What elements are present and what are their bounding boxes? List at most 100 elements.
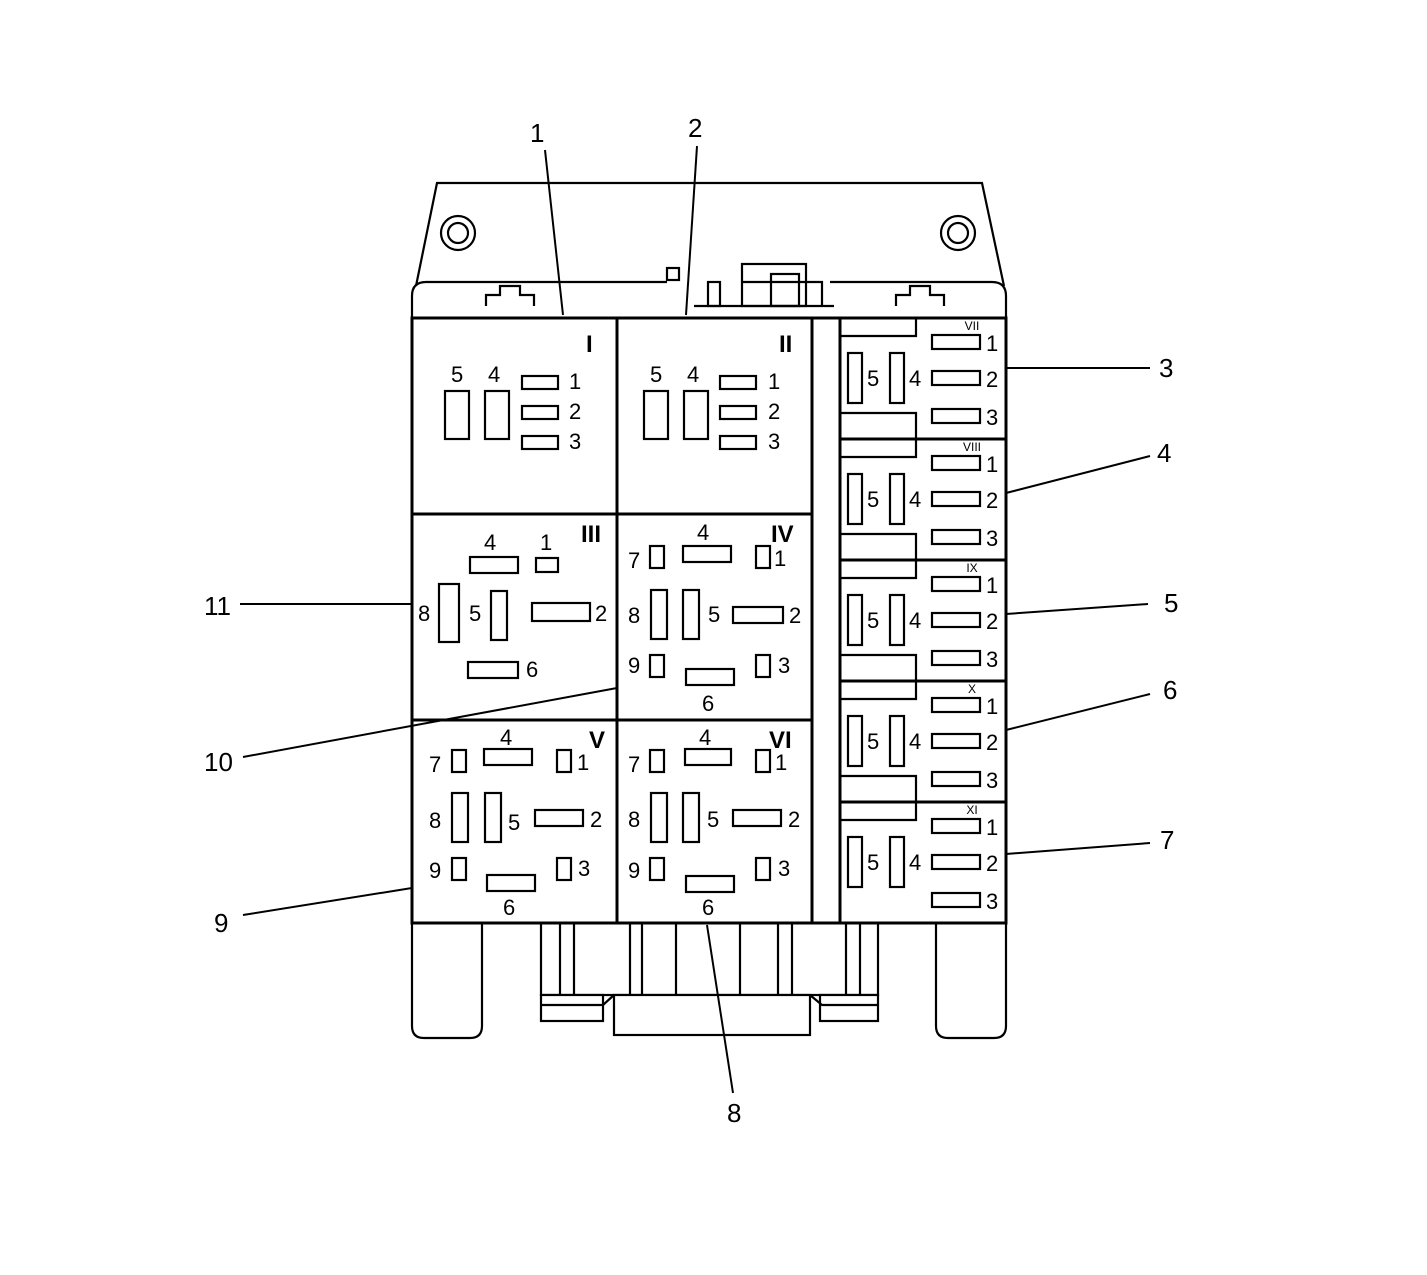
pin-label: 6 — [702, 895, 714, 920]
terminal-slot — [846, 835, 864, 889]
terminal-slot — [533, 808, 585, 828]
terminal-slot — [468, 555, 520, 575]
pin-label: 5 — [867, 850, 879, 875]
pin-label: 4 — [484, 530, 496, 555]
terminal-slot — [684, 667, 736, 687]
pin-label: 3 — [778, 653, 790, 678]
pin-label: 2 — [986, 488, 998, 513]
pin-label: 4 — [699, 725, 711, 750]
relay-xi-latch — [840, 774, 918, 822]
terminal-slot — [930, 649, 982, 667]
terminal-slot — [485, 873, 537, 893]
pin-label: 2 — [986, 730, 998, 755]
relay-i: I 5 4 1 2 3 — [443, 331, 593, 454]
terminal-slot — [846, 714, 864, 768]
pin-label: 1 — [569, 369, 581, 394]
terminal-slot — [930, 528, 982, 546]
pin-label: 1 — [986, 331, 998, 356]
pin-label: 2 — [789, 603, 801, 628]
terminal-slot — [649, 588, 669, 641]
terminal-slot — [930, 696, 982, 714]
terminal-slot — [683, 747, 733, 767]
pin-label: 2 — [986, 851, 998, 876]
pin-label: 3 — [986, 526, 998, 551]
mounting-hole-right — [939, 214, 977, 252]
pin-label: 4 — [500, 725, 512, 750]
terminal-slot — [483, 389, 511, 441]
pin-label: 5 — [451, 362, 463, 387]
terminal-slot — [846, 593, 864, 647]
terminal-slot — [731, 605, 785, 625]
pin-label: 4 — [697, 520, 709, 545]
pin-label: 5 — [650, 362, 662, 387]
terminal-slot — [930, 891, 982, 909]
relay-iii: III 4 1 8 5 2 6 — [418, 521, 607, 682]
terminal-slot — [888, 472, 906, 526]
pin-label: 6 — [702, 691, 714, 716]
relay-x-label: X — [968, 682, 976, 696]
terminal-slot — [930, 369, 982, 387]
pin-label: 1 — [986, 452, 998, 477]
pin-label: 6 — [503, 895, 515, 920]
mounting-hole-left — [439, 214, 477, 252]
pin-label: 4 — [909, 487, 921, 512]
terminal-slot — [888, 835, 906, 889]
relay-vi-label: VI — [769, 727, 792, 754]
pin-label: 3 — [986, 768, 998, 793]
pin-label: 4 — [687, 362, 699, 387]
terminal-slot — [520, 374, 560, 391]
pin-label: 4 — [909, 608, 921, 633]
terminal-slot — [718, 434, 758, 451]
terminal-slot — [718, 374, 758, 391]
pin-label: 5 — [469, 601, 481, 626]
relay-v-label: V — [589, 727, 605, 754]
pin-label: 5 — [707, 807, 719, 832]
terminal-slot — [754, 544, 772, 570]
pin-label: 9 — [628, 653, 640, 678]
terminal-slot — [754, 856, 772, 882]
terminal-slot — [930, 770, 982, 788]
terminal-slot — [930, 490, 982, 508]
pin-label: 2 — [595, 601, 607, 626]
terminal-slot — [649, 791, 669, 844]
terminal-slot — [681, 588, 701, 641]
pin-label: 5 — [867, 487, 879, 512]
relay-ix-label: IX — [966, 561, 977, 575]
terminal-slot — [648, 856, 666, 882]
pin-label: 7 — [429, 752, 441, 777]
callout-9: 9 — [214, 908, 228, 938]
pin-label: 9 — [429, 858, 441, 883]
relay-vii-label: VII — [965, 319, 980, 333]
relay-xi-label: XI — [966, 803, 977, 817]
pin-label: 8 — [429, 808, 441, 833]
pin-label: 1 — [986, 573, 998, 598]
terminal-slot — [888, 714, 906, 768]
pin-label: 4 — [909, 366, 921, 391]
housing-top — [410, 262, 1008, 318]
pin-label: 3 — [778, 856, 790, 881]
relay-ii-label: II — [779, 331, 792, 358]
terminal-slot — [930, 454, 982, 472]
terminal-slot — [718, 404, 758, 421]
callout-6: 6 — [1163, 675, 1177, 705]
pin-label: 7 — [628, 752, 640, 777]
terminal-slot — [930, 732, 982, 750]
relay-v: V 4 7 1 8 5 2 9 3 6 — [429, 725, 605, 920]
relay-iv-label: IV — [771, 521, 794, 548]
terminal-slot — [930, 611, 982, 629]
terminal-slot — [681, 791, 701, 844]
callout-11: 11 — [204, 591, 231, 621]
terminal-slot — [642, 389, 670, 441]
callouts: 1 2 3 4 5 6 7 8 9 10 11 — [204, 113, 1178, 1128]
terminal-slot — [443, 389, 471, 441]
terminal-slot — [846, 351, 864, 405]
terminal-slot — [534, 556, 560, 574]
pin-label: 5 — [867, 366, 879, 391]
terminal-slot — [648, 544, 666, 570]
relay-vii-latch — [840, 318, 918, 338]
terminal-slot — [681, 544, 733, 564]
terminal-slot — [648, 748, 666, 774]
pin-label: 8 — [418, 601, 430, 626]
pin-label: 4 — [488, 362, 500, 387]
leader-lines — [240, 145, 1151, 1094]
